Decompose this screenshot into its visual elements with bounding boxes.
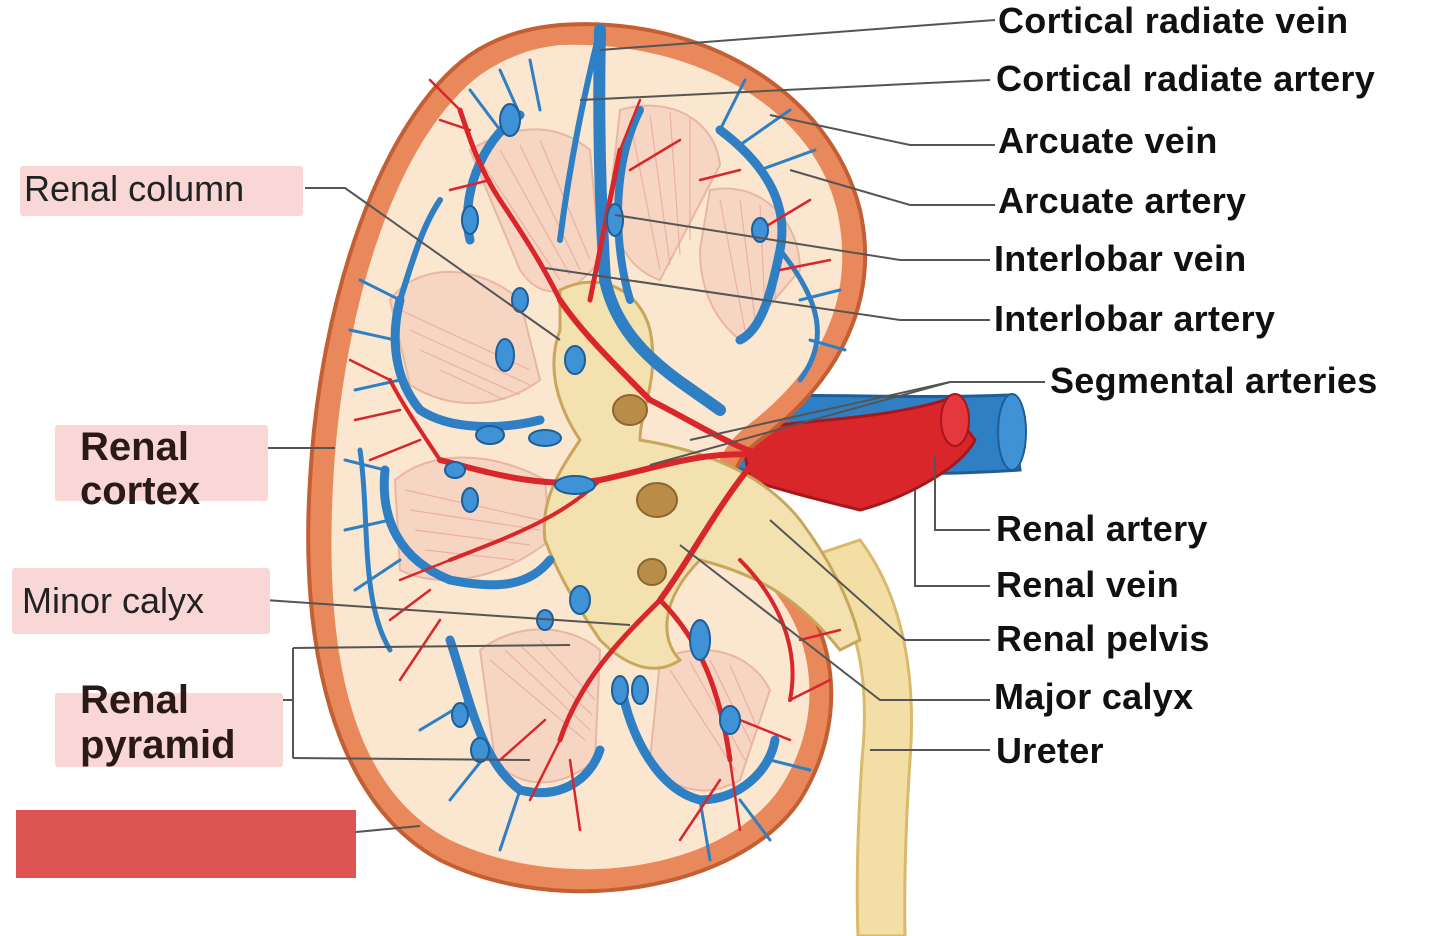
ureter [796,538,913,936]
label-cortical-radiate-artery: Cortical radiate artery [996,58,1376,99]
leader-major-calyx [679,544,990,701]
highlight-renal-pyramid [55,693,283,767]
label-renal-column: Renal column [24,168,245,209]
leader-lines-right [544,19,1045,751]
highlight-minor-calyx [12,568,270,634]
label-cortical-radiate-vein: Cortical radiate vein [998,0,1349,41]
renal-pelvis-shape [542,280,862,670]
leader-renal-pelvis [769,519,990,641]
label-arcuate-artery: Arcuate artery [998,180,1247,221]
label-interlobar-artery: Interlobar artery [994,298,1276,339]
label-renal-artery: Renal artery [996,508,1208,549]
label-renal-vein: Renal vein [996,564,1180,605]
hidden-label-box [16,810,356,878]
leader-cortical-radiate-artery [579,79,991,101]
leader-renal-column [305,187,561,341]
vessel-cross-sections [444,103,769,763]
highlight-renal-cortex [55,425,268,501]
label-segmental-arteries: Segmental arteries [1050,360,1378,401]
leader-renal-pyramid-bottom [292,757,531,761]
label-renal-pyramid-line2: pyramid [80,723,236,767]
leader-segmental-arteries-2 [689,381,951,441]
leader-renal-vein [914,490,990,587]
renal-artery-vessel [738,393,977,512]
label-major-calyx: Major calyx [994,676,1194,717]
arteries [348,78,842,842]
label-renal-pelvis: Renal pelvis [996,618,1210,659]
leader-renal-artery [934,455,990,531]
label-arcuate-vein: Arcuate vein [998,120,1218,161]
leader-arcuate-vein [769,114,995,146]
leader-hidden-label [355,825,421,833]
label-renal-pyramid-line1: Renal [80,678,189,722]
leader-interlobar-vein [614,214,990,261]
label-renal-cortex-line1: Renal [80,425,189,469]
leader-interlobar-artery [544,267,990,321]
label-renal-cortex-line2: cortex [80,469,201,513]
leader-renal-pyramid-top [292,644,571,649]
label-interlobar-vein: Interlobar vein [994,238,1247,279]
label-ureter: Ureter [996,730,1104,771]
leader-cortical-radiate-vein [599,19,996,51]
leader-arcuate-artery [789,169,995,206]
leader-minor-calyx [264,599,631,626]
highlight-renal-column [20,166,303,216]
label-minor-calyx: Minor calyx [22,580,205,621]
renal-pyramids [388,104,802,792]
